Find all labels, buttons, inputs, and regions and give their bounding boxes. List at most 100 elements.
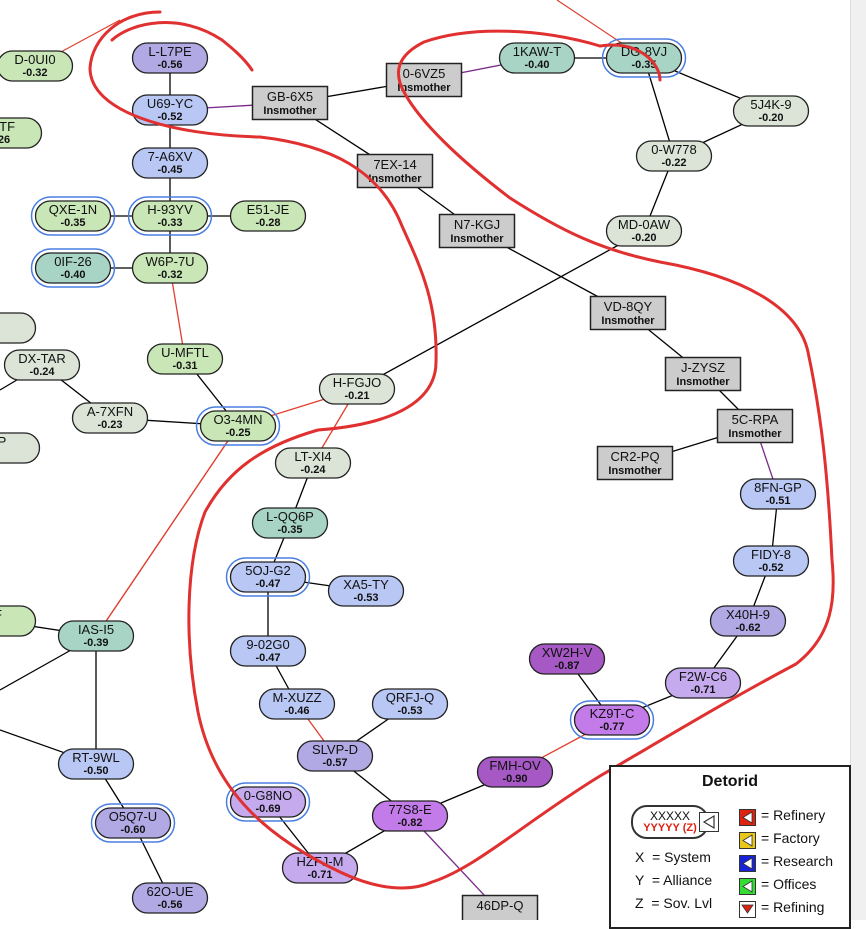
system-node-fidy-8[interactable]: FIDY-8-0.52 (732, 545, 810, 577)
system-node-m-xuzz[interactable]: M-XUZZ-0.46 (258, 688, 336, 720)
system-pill (318, 373, 396, 405)
alliance-name: Insmother (450, 233, 504, 245)
system-node-xa5-ty[interactable]: XA5-TY-0.53 (327, 575, 405, 607)
station-ring (225, 782, 311, 822)
system-node-a-7xfn[interactable]: A-7XFN-0.23 (71, 402, 149, 434)
system-node-x40h-9[interactable]: X40H-9-0.62 (709, 605, 787, 637)
system-node-lt-xi4[interactable]: LT-XI4-0.24 (274, 447, 352, 479)
system-pill (131, 42, 209, 74)
system-name: QRFJ-Q (386, 690, 434, 705)
system-node-rt-9wl[interactable]: RT-9WL-0.50 (57, 748, 135, 780)
system-pill (0, 605, 37, 637)
sov-level: -0.71 (690, 684, 715, 696)
system-node-0-w778[interactable]: 0-W778-0.22 (635, 140, 713, 172)
system-name: L-L7PE (148, 44, 192, 59)
legend-key-system: X = System (635, 849, 711, 865)
sov-level: -0.60 (120, 824, 145, 836)
system-pill (296, 740, 374, 772)
sov-level: -0.31 (172, 360, 197, 372)
sov-level: -0.21 (344, 390, 369, 402)
system-pill (371, 688, 449, 720)
system-node-dx-tar[interactable]: DX-TAR-0.24 (3, 349, 81, 381)
hand-drawn-annotation-tail (598, 43, 662, 82)
system-node-l-l7pe[interactable]: L-L7PE-0.56 (131, 42, 209, 74)
sov-level: -0.22 (661, 157, 686, 169)
system-node-0if-26[interactable]: 0IF-26-0.40 (30, 248, 116, 288)
system-node-qxe-1n[interactable]: QXE-1N-0.35 (30, 196, 116, 236)
system-node-hzfj-m[interactable]: HZFJ-M-0.71 (281, 852, 359, 884)
system-name: U-MFTL (161, 345, 209, 360)
system-name: 8FN-GP (754, 480, 802, 495)
sov-level: -0.39 (83, 637, 108, 649)
sov-level: -0.51 (765, 495, 790, 507)
system-node-e51-je[interactable]: E51-JE-0.28 (229, 200, 307, 232)
system-node-5j4k-9[interactable]: 5J4K-9-0.20 (732, 95, 810, 127)
system-node-qrfj-q[interactable]: QRFJ-Q-0.53 (371, 688, 449, 720)
system-node-d-0ui0[interactable]: D-0UI0-0.32 (0, 50, 74, 82)
system-node-f[interactable]: F (0, 605, 37, 637)
system-node-l-qq6p[interactable]: L-QQ6P-0.35 (251, 507, 329, 539)
connection-H-FGJO-MD-0AW (356, 230, 645, 390)
system-node-ltf[interactable]: LTF26 (0, 117, 43, 149)
system-node-xw2h-v[interactable]: XW2H-V-0.87 (528, 643, 606, 675)
system-node-kz9t-c[interactable]: KZ9T-C-0.77 (569, 700, 655, 740)
system-name: GB-6X5 (267, 89, 313, 104)
alliance-name: Insmother (676, 376, 730, 388)
owned-system-46dp-q[interactable]: 46DP-Q (461, 894, 539, 921)
system-name: X40H-9 (726, 607, 770, 622)
system-name: 46DP-Q (477, 898, 524, 913)
system-pill (251, 507, 329, 539)
station-triangle-icon (699, 812, 719, 832)
system-box (251, 85, 329, 121)
alliance-name: Insmother (601, 315, 655, 327)
scrollbar-track[interactable] (850, 0, 866, 920)
system-node-f2w-c6[interactable]: F2W-C6-0.71 (664, 667, 742, 699)
system-node-u69-yc[interactable]: U69-YC-0.52 (131, 94, 209, 126)
system-name: M-XUZZ (272, 690, 321, 705)
system-node-slvp-d[interactable]: SLVP-D-0.57 (296, 740, 374, 772)
sov-level: -0.40 (524, 59, 549, 71)
system-node-h-93yv[interactable]: H-93YV-0.33 (127, 196, 213, 236)
system-node-5oj-g2[interactable]: 5OJ-G2-0.47 (225, 557, 311, 597)
system-box (589, 295, 667, 331)
system-node-p[interactable]: P (0, 432, 41, 464)
refining-icon (739, 901, 756, 918)
system-node-o3-4mn[interactable]: O3-4MN-0.25 (195, 406, 281, 446)
system-node-62o-ue[interactable]: 62O-UE-0.56 (131, 882, 209, 914)
system-box (438, 213, 516, 249)
system-node-md-0aw[interactable]: MD-0AW-0.20 (605, 215, 683, 247)
system-node-0-g8no[interactable]: 0-G8NO-0.69 (225, 782, 311, 822)
system-node-fmh-ov[interactable]: FMH-OV-0.90 (476, 756, 554, 788)
system-node-1kaw-t[interactable]: 1KAW-T-0.40 (498, 42, 576, 74)
system-node-w6p-7u[interactable]: W6P-7U-0.32 (131, 252, 209, 284)
station-ring (601, 38, 687, 78)
system-node-h-fgjo[interactable]: H-FGJO-0.21 (318, 373, 396, 405)
system-node-77s8-e[interactable]: 77S8-E-0.82 (371, 800, 449, 832)
system-node-u-mftl[interactable]: U-MFTL-0.31 (146, 343, 224, 375)
research-icon (739, 855, 756, 872)
system-node-edge-node[interactable] (0, 312, 37, 344)
system-pill (34, 200, 112, 232)
system-name: 5OJ-G2 (245, 563, 291, 578)
system-pill (709, 605, 787, 637)
system-node-9-02g0[interactable]: 9-02G0-0.47 (229, 635, 307, 667)
sov-level: -0.28 (255, 217, 280, 229)
system-node-8fn-gp[interactable]: 8FN-GP-0.51 (739, 478, 817, 510)
system-node-o5q7-u[interactable]: O5Q7-U-0.60 (90, 803, 176, 843)
system-name: XA5-TY (343, 577, 389, 592)
system-node-7-a6xv[interactable]: 7-A6XV-0.45 (131, 147, 209, 179)
sov-level: -0.47 (255, 578, 280, 590)
system-name: IAS-I5 (78, 622, 114, 637)
station-ring (569, 700, 655, 740)
system-node-ias-i5[interactable]: IAS-I5-0.39 (57, 620, 135, 652)
station-ring (30, 248, 116, 288)
system-name: FMH-OV (489, 758, 541, 773)
system-name: 77S8-E (388, 802, 432, 817)
